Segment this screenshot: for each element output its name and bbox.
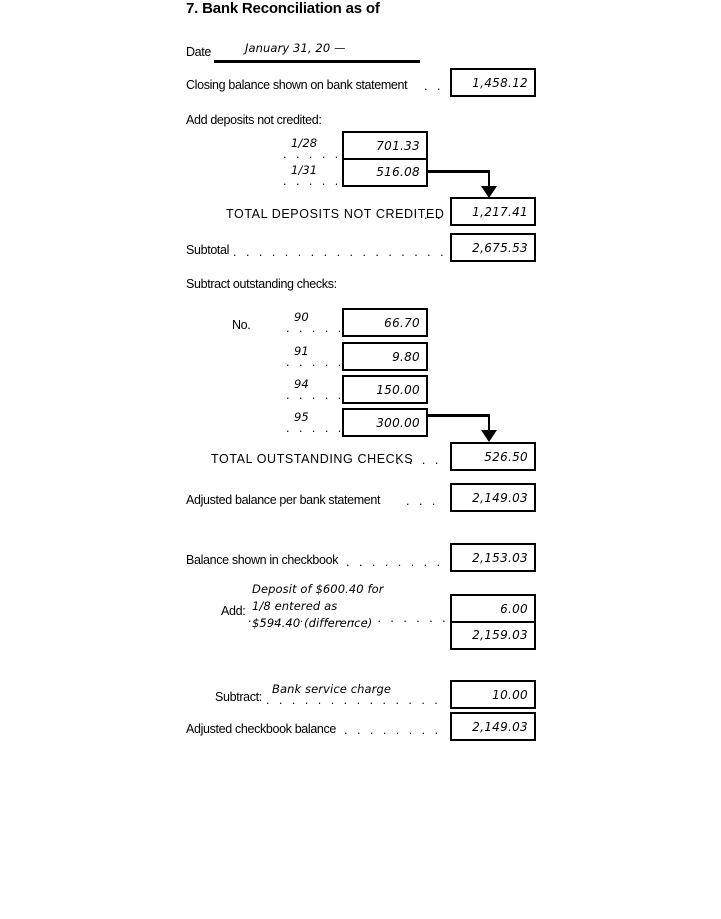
date-label: Date [186,45,212,59]
check-number-2[interactable]: 94 [294,377,309,391]
checkbook-balance-leader: . . . . . . . . . [346,556,446,568]
total-deposits-box[interactable]: 1,217.41 [450,197,536,226]
date-underline [214,60,420,63]
subtotal-box[interactable]: 2,675.53 [450,233,536,262]
subtract-value-box[interactable]: 10.00 [450,680,536,709]
total-deposits-leader: . . [424,209,444,221]
total-deposits-label: TOTAL DEPOSITS NOT CREDITED [226,207,445,221]
deposit-leader-1: . . . . . [283,175,337,187]
check-leader-2: . . . . . . [286,389,344,401]
closing-balance-value: 1,458.12 [472,75,528,90]
check-number-1[interactable]: 91 [294,344,309,358]
deposit-box-1[interactable]: 516.08 [342,157,428,187]
date-value[interactable]: January 31, 20 — [245,41,346,55]
adjusted-bank-box[interactable]: 2,149.03 [450,483,536,512]
check-amount-0: 66.70 [384,315,420,330]
checkbook-balance-label: Balance shown in checkbook [186,553,339,567]
total-checks-box[interactable]: 526.50 [450,442,536,471]
deposit-date-1[interactable]: 1/31 [291,163,318,177]
check-leader-3: . . . . . . [286,422,344,434]
add-note-line2[interactable]: 1/8 entered as [252,599,338,613]
check-amount-2: 150.00 [376,382,420,397]
check-leader-0: . . . . . . [286,322,344,334]
checkbook-balance-value: 2,153.03 [472,550,528,565]
check-box-0[interactable]: 66.70 [342,308,428,337]
deposit-amount-1: 516.08 [376,165,420,179]
adjusted-bank-leader: . . . . [406,495,446,507]
adjusted-checkbook-label: Adjusted checkbook balance [186,722,337,736]
deposit-box-0[interactable]: 701.33 [342,131,428,160]
running-total-box[interactable]: 2,159.03 [450,620,536,650]
adjusted-bank-value: 2,149.03 [472,490,528,505]
subtract-value: 10.00 [492,687,528,702]
adjusted-checkbook-value: 2,149.03 [472,719,528,734]
check-box-3[interactable]: 300.00 [342,408,428,437]
subtotal-value: 2,675.53 [472,240,528,255]
checks-total-connector [428,414,500,456]
check-box-2[interactable]: 150.00 [342,375,428,404]
check-number-0[interactable]: 90 [294,310,309,324]
add-note-line3[interactable]: $594.40 (difference) [252,616,373,630]
deposit-leader-0: . . . . . [283,148,337,160]
total-deposits-value: 1,217.41 [472,204,528,219]
check-leader-1: . . . . . . [286,356,344,368]
subtotal-leader: . . . . . . . . . . . . . . . . . . . [233,246,446,258]
total-checks-leader: . . . . . [396,454,446,466]
subtract-checks-label: Subtract outstanding checks: [186,277,337,291]
add-label: Add: [221,604,246,618]
page-title: 7. Bank Reconciliation as of [186,0,380,17]
total-checks-value: 526.50 [484,449,528,464]
adjusted-bank-label: Adjusted balance per bank statement [186,493,381,507]
total-checks-label: TOTAL OUTSTANDING CHECKS [211,452,414,466]
deposits-total-connector [428,170,500,212]
closing-balance-box[interactable]: 1,458.12 [450,68,536,97]
subtract-leader: . . . . . . . . . . . . . . . . . . . [266,694,446,706]
add-leader: . . . . . . . . . . . . . . . . . . . [248,612,446,624]
closing-balance-leader: . . [424,80,444,92]
checkbook-balance-box[interactable]: 2,153.03 [450,543,536,572]
check-box-1[interactable]: 9.80 [342,342,428,371]
subtract-note[interactable]: Bank service charge [272,682,392,696]
deposit-date-0[interactable]: 1/28 [291,136,318,150]
subtotal-label: Subtotal [186,243,230,257]
add-value: 6.00 [500,601,528,616]
subtract-label: Subtract: [215,690,262,704]
check-number-3[interactable]: 95 [294,410,309,424]
adjusted-checkbook-box[interactable]: 2,149.03 [450,712,536,741]
check-amount-1: 9.80 [392,349,420,364]
check-amount-3: 300.00 [376,415,420,430]
check-no-label: No. [232,318,251,332]
add-note-line1[interactable]: Deposit of $600.40 for [252,582,384,596]
deposit-amount-0: 701.33 [376,138,420,153]
add-deposits-label: Add deposits not credited: [186,113,322,127]
closing-balance-label: Closing balance shown on bank statement [186,78,408,92]
running-total-value: 2,159.03 [472,628,528,642]
adjusted-checkbook-leader: . . . . . . . . . [344,724,446,736]
add-value-box[interactable]: 6.00 [450,594,536,623]
